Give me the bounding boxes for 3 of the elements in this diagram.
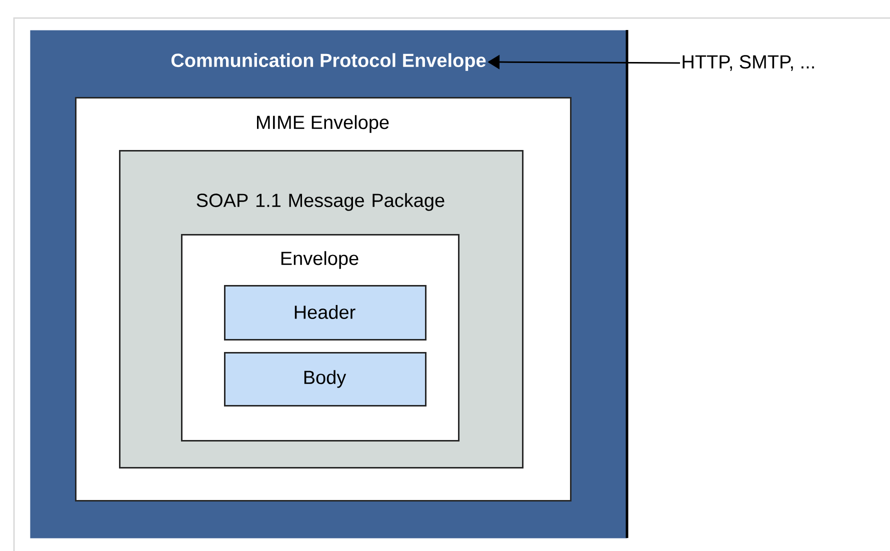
body-box: Body xyxy=(224,352,426,406)
protocol-label: HTTP, SMTP, ... xyxy=(682,55,814,71)
header-box: Header xyxy=(224,285,426,340)
